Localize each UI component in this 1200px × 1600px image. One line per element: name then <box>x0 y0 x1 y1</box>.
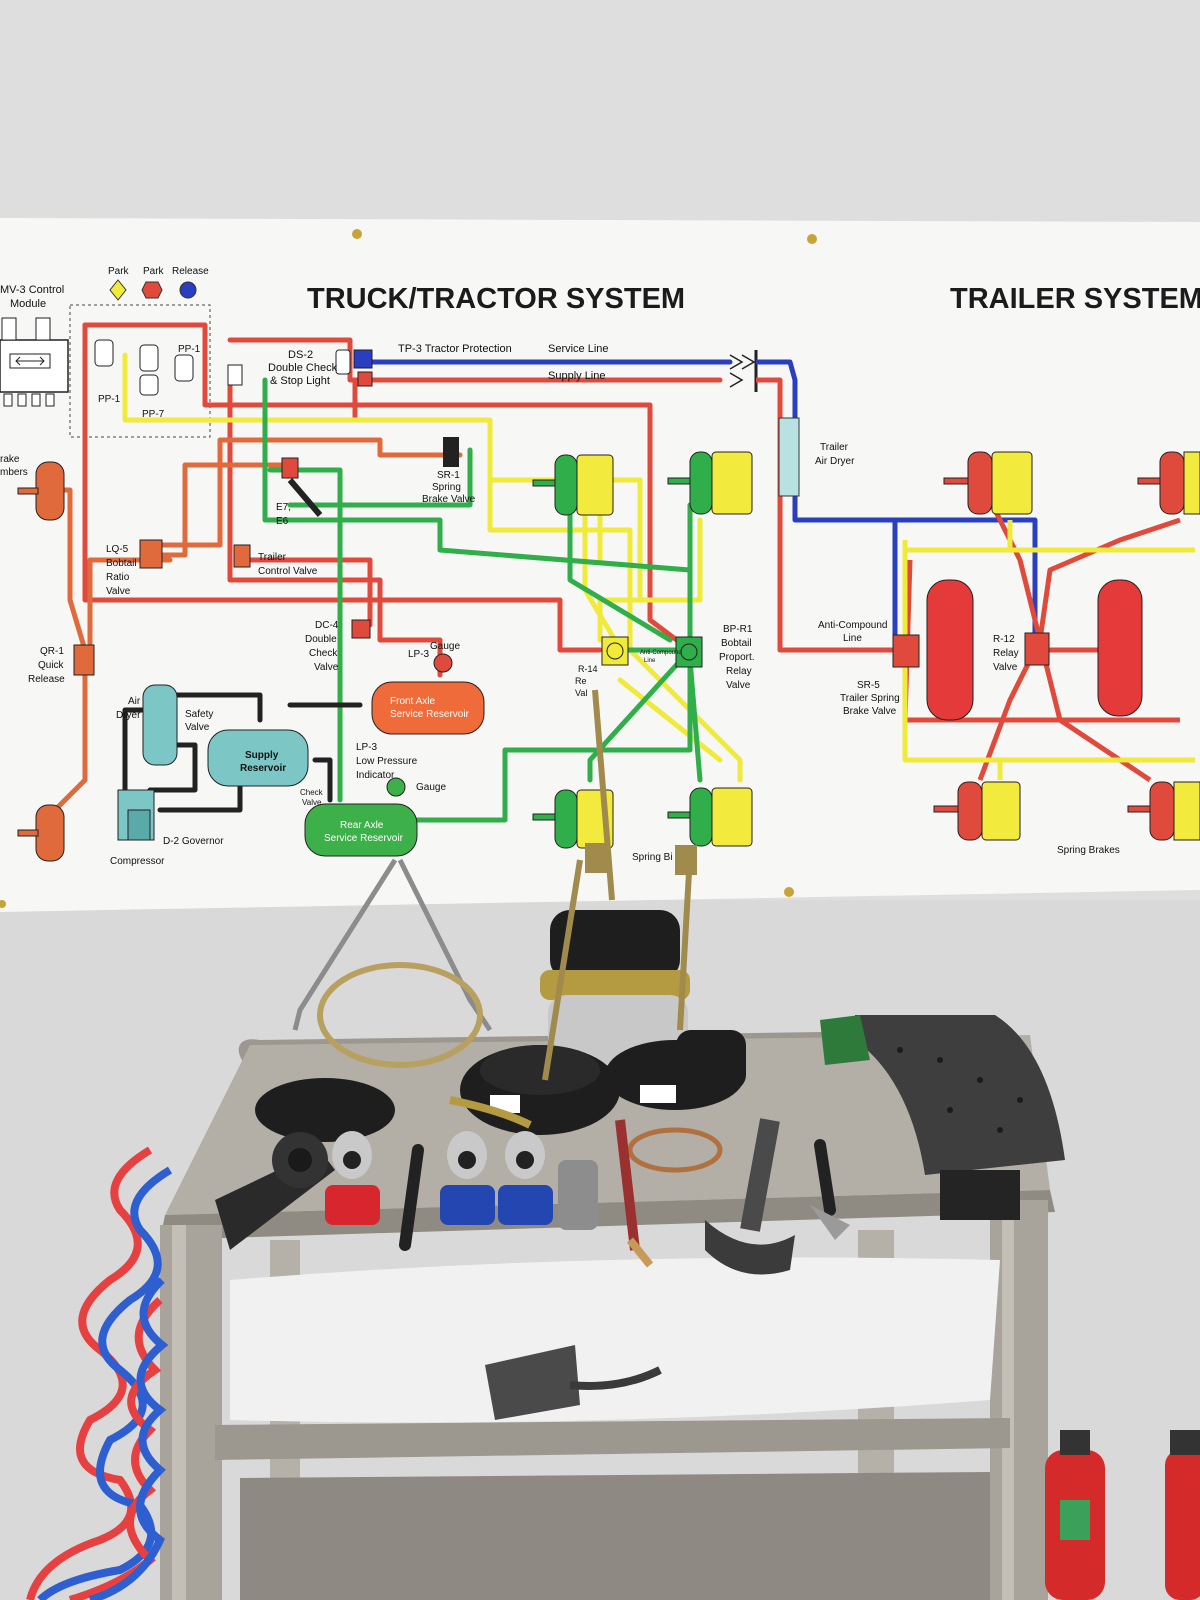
label-trailer-control-1: Trailer <box>258 552 287 563</box>
label-mv3-line1: MV-3 Control <box>0 284 64 296</box>
label-sr5-1: SR-5 <box>857 680 880 691</box>
label-r12-3: Valve <box>993 662 1018 673</box>
title-tractor: TRUCK/TRACTOR SYSTEM <box>307 283 685 315</box>
label-rear-reservoir-2: Service Reservoir <box>324 833 404 844</box>
label-air-dryer-1: Air <box>128 696 141 707</box>
brake-shoe-icon <box>820 1015 1065 1220</box>
label-safety-valve-2: Valve <box>185 722 210 733</box>
label-d2-governor: D-2 Governor <box>163 836 224 847</box>
trailer-air-dryer <box>778 417 800 497</box>
label-air-dryer-2: Dryer <box>116 710 141 721</box>
label-anti-comp-small-1: Anti-Compound <box>640 650 682 656</box>
slack-adjuster-icon <box>215 1132 335 1250</box>
reservoir-tank-icon <box>207 579 1143 857</box>
label-supply-reservoir-2: Reservoir <box>240 763 286 774</box>
label-lp3-low-3: Indicator <box>356 770 395 781</box>
label-dc4-4: Valve <box>314 662 339 673</box>
label-bp-r1-4: Relay <box>726 666 752 677</box>
label-gauge-top: Gauge <box>430 641 460 652</box>
label-sr1-2: Spring <box>432 482 461 493</box>
legend: Park Park Release <box>108 266 209 301</box>
legend-release: Release <box>172 266 209 277</box>
label-check-valve-1: Check <box>300 788 324 797</box>
label-r12-2: Relay <box>993 648 1019 659</box>
fire-extinguisher-icon <box>1045 1430 1200 1600</box>
label-bp-r1-5: Valve <box>726 680 751 691</box>
label-supply-reservoir-1: Supply <box>245 750 279 761</box>
label-sr5-2: Trailer Spring <box>840 693 900 704</box>
label-brake-chambers-2: mbers <box>0 467 28 478</box>
label-lp3-low-1: LP-3 <box>356 742 378 753</box>
label-r14-1: R-14 <box>578 664 598 674</box>
label-compressor: Compressor <box>110 856 165 867</box>
label-brake-chambers-1: rake <box>0 454 20 465</box>
steel-cart <box>160 1029 1055 1600</box>
label-ds2-1: DS-2 <box>288 349 313 361</box>
label-sr1-3: Brake Valve <box>422 494 476 505</box>
label-trailer-dryer-1: Trailer <box>820 442 849 453</box>
mv3-control-module: MV-3 Control Module <box>0 284 69 407</box>
brake-diagram-poster: TRUCK/TRACTOR SYSTEM TRAILER SYSTEM Park… <box>0 218 1200 912</box>
label-lp3-top: LP-3 <box>408 649 430 660</box>
label-supply-line: Supply Line <box>548 370 606 382</box>
valves <box>73 339 1050 676</box>
title-trailer: TRAILER SYSTEM <box>950 283 1200 315</box>
label-bp-r1-2: Bobtail <box>721 638 752 649</box>
label-front-reservoir-2: Service Reservoir <box>390 709 470 720</box>
label-tp3: TP-3 Tractor Protection <box>398 343 512 355</box>
spring-brake-chamber <box>449 689 746 1173</box>
label-spring-brakes: Spring Brakes <box>1057 845 1120 856</box>
label-trailer-control-2: Control Valve <box>258 566 318 577</box>
label-lq5-4: Valve <box>106 586 131 597</box>
label-lq5-3: Ratio <box>106 572 130 583</box>
label-bp-r1-1: BP-R1 <box>723 624 753 635</box>
label-mv3-line2: Module <box>10 298 46 310</box>
label-gauge-low: Gauge <box>416 782 446 793</box>
label-e7: E7, <box>276 502 291 513</box>
label-trailer-dryer-2: Air Dryer <box>815 456 855 467</box>
label-ds2-3: & Stop Light <box>270 375 330 387</box>
label-lp3-low-2: Low Pressure <box>356 756 418 767</box>
label-anti-comp-small-2: Line <box>644 658 656 664</box>
label-r14-2: Re <box>575 676 587 686</box>
brake-chamber-icon <box>17 451 1200 862</box>
label-pp1-top: PP-1 <box>178 344 201 355</box>
label-ds2-2: Double Check <box>268 362 338 374</box>
label-bp-r1-3: Proport. <box>719 652 755 663</box>
air-dryer <box>117 684 178 841</box>
label-front-reservoir-1: Front Axle <box>390 696 435 707</box>
label-r12-1: R-12 <box>993 634 1015 645</box>
legend-park-2: Park <box>143 266 165 277</box>
label-sr1-1: SR-1 <box>437 470 460 481</box>
label-spring-bi: Spring Bi <box>632 852 673 863</box>
label-lq5-2: Bobtail <box>106 558 137 569</box>
label-r14-3: Val <box>575 688 587 698</box>
label-pp1-left: PP-1 <box>98 394 121 405</box>
label-anti-comp-2: Line <box>843 633 862 644</box>
label-sr5-3: Brake Valve <box>843 706 897 717</box>
label-dc4-1: DC-4 <box>315 620 339 631</box>
label-qr1-1: QR-1 <box>40 646 64 657</box>
label-anti-comp-1: Anti-Compound <box>818 620 887 631</box>
label-qr1-3: Release <box>28 674 65 685</box>
air-hose-coil-icon <box>26 1146 173 1600</box>
label-dc4-2: Double <box>305 634 337 645</box>
label-dc4-3: Check <box>309 648 338 659</box>
gladhand-coupler-icon <box>325 1131 553 1225</box>
label-lq5-1: LQ-5 <box>106 544 129 555</box>
label-check-valve-2: Valve <box>302 798 322 807</box>
label-rear-reservoir-1: Rear Axle <box>340 820 384 831</box>
label-qr1-2: Quick <box>38 660 65 671</box>
diagram-labels: PP-1 PP-1 PP-7 DS-2 Double Check & Stop … <box>0 343 1120 867</box>
brake-parts <box>215 689 1065 1420</box>
label-safety-valve-1: Safety <box>185 709 213 720</box>
legend-park-1: Park <box>108 266 130 277</box>
label-service-line: Service Line <box>548 343 609 355</box>
label-e6: E6 <box>276 516 289 527</box>
label-pp7: PP-7 <box>142 409 165 420</box>
